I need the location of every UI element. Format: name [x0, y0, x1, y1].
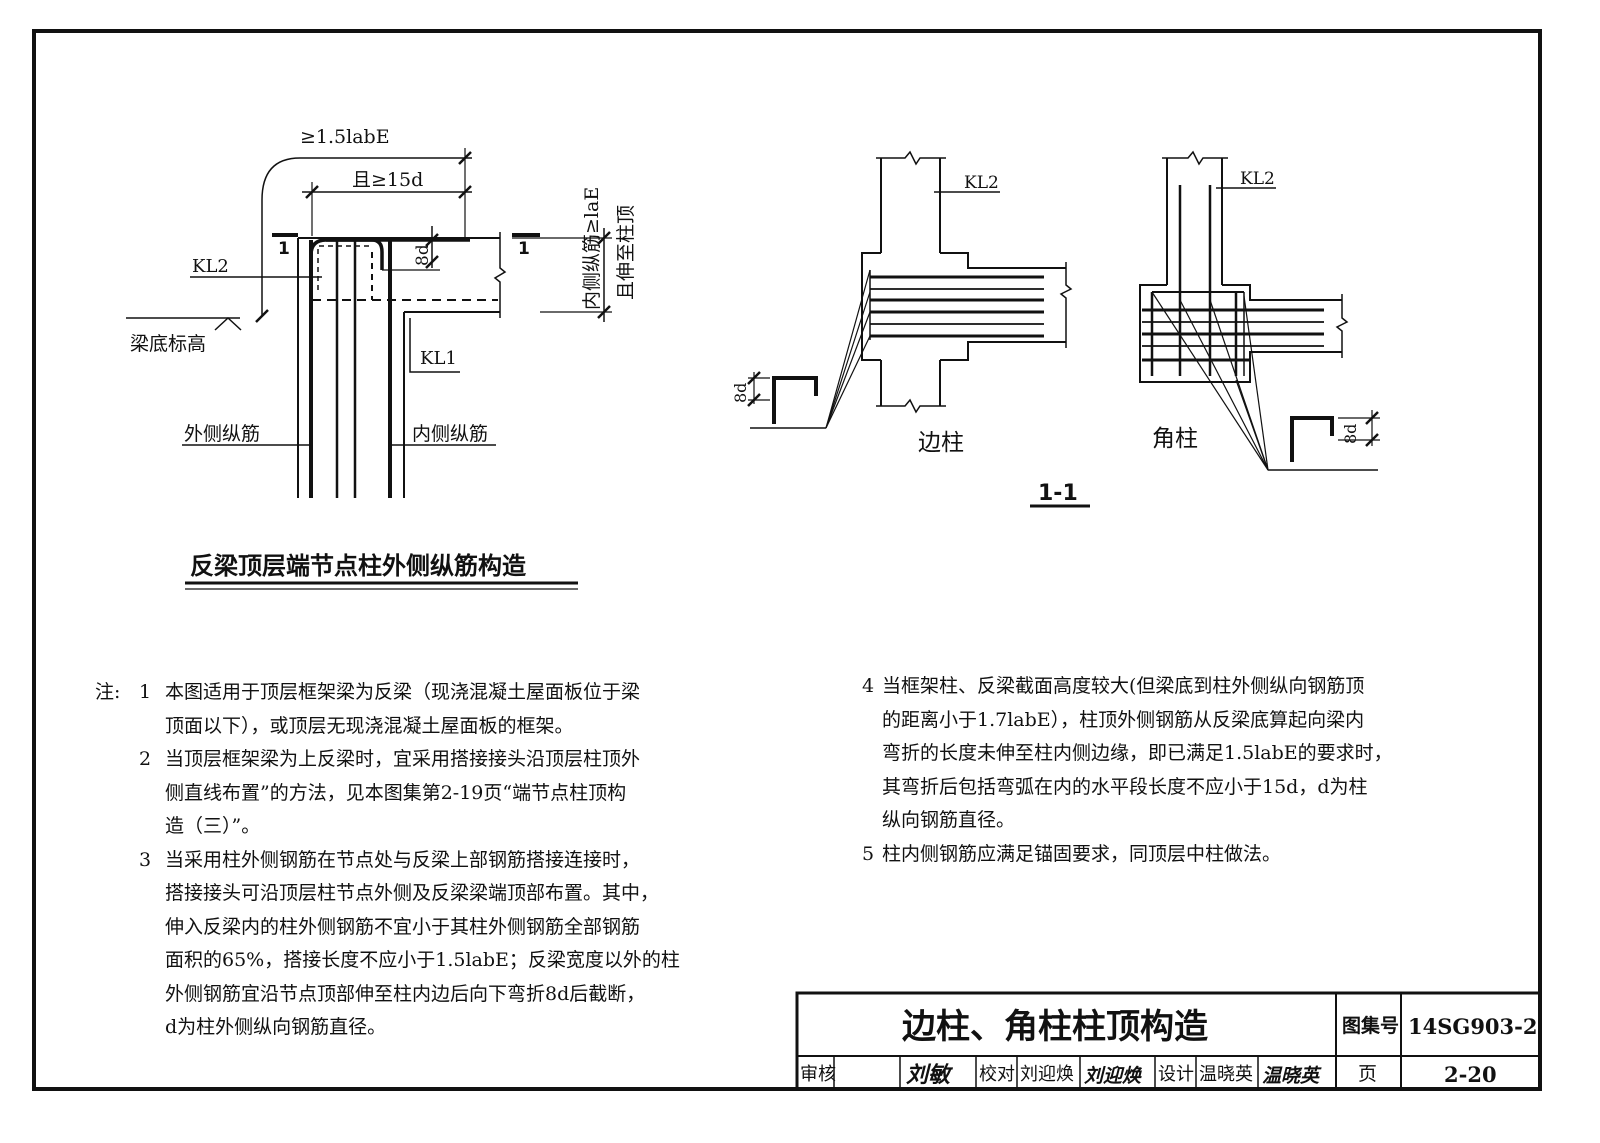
page-number: 2-20: [1444, 1062, 1497, 1087]
edge-column-text: KL2 8d 边柱: [731, 173, 999, 456]
corner-column-kl2: KL2: [1240, 169, 1275, 189]
left-detail-title: 反梁顶层端节点柱外侧纵筋构造: [190, 552, 526, 580]
label-beam-bottom: 梁底标高: [130, 333, 206, 355]
inner-bar-anchor-note: 内侧纵筋≥laE: [581, 187, 603, 310]
dim-8d-label: 8d: [413, 244, 433, 266]
note-line: 当顶层框架梁为上反梁时，宜采用搭接接头沿顶层柱顶外: [165, 748, 641, 770]
review-label: 审核: [800, 1064, 836, 1085]
notes-left-column: 注: 1 本图适用于顶层框架梁为反梁（现浇混凝土屋面板位于梁 顶面以下），或顶层…: [95, 676, 745, 1045]
note-line: 外侧钢筋宜沿节点顶部伸至柱内边后向下弯折8d后截断，: [165, 982, 646, 1005]
note-number: 4: [862, 675, 875, 697]
corner-column-text: KL2 8d 角柱 1-1: [1038, 169, 1360, 506]
section-mark-right: 1: [518, 239, 530, 259]
edge-column-label: 边柱: [918, 430, 964, 456]
note-item: 5 柱内侧钢筋应满足锚固要求，同顶层中柱做法。: [862, 838, 1462, 872]
label-kl2-left: KL2: [192, 256, 229, 277]
checker-signature: 刘迎焕: [1084, 1065, 1143, 1087]
note-line: 的距离小于1.7labE），柱顶外侧钢筋从反梁底算起向梁内: [882, 708, 1365, 731]
note-line: 其弯折后包括弯弧在内的水平段长度不应小于15d，d为柱: [882, 775, 1368, 798]
note-item: 4 当框架柱、反梁截面高度较大(但梁底到柱外侧纵向钢筋顶 的距离小于1.7lab…: [862, 670, 1462, 838]
note-line: 侧直线布置”的方法，见本图集第2-19页“端节点柱顶构: [165, 781, 627, 804]
note-item: 2 当顶层框架梁为上反梁时，宜采用搭接接头沿顶层柱顶外 侧直线布置”的方法，见本…: [95, 743, 745, 844]
note-number: 5: [862, 842, 875, 865]
sheet-border: [32, 29, 1542, 1091]
reviewer-signature: 刘敏: [906, 1062, 954, 1088]
atlas-label: 图集号: [1342, 1014, 1399, 1037]
note-line: 造（三）”。: [165, 815, 261, 837]
note-line: 本图适用于顶层框架梁为反梁（现浇混凝土屋面板位于梁: [165, 681, 641, 703]
notes-right-column: 4 当框架柱、反梁截面高度较大(但梁底到柱外侧纵向钢筋顶 的距离小于1.7lab…: [862, 670, 1462, 871]
designer-signature: 温晓英: [1262, 1065, 1322, 1087]
dim-top-label: ≥1.5labE: [300, 126, 390, 148]
note-number: 1: [139, 681, 152, 703]
designer-name: 温晓英: [1199, 1064, 1253, 1085]
edge-column-8d: 8d: [731, 383, 750, 403]
inner-bar-top-note: 且伸至柱顶: [615, 205, 637, 300]
left-detail-text: ≥1.5labE 且≥15d 8d 内侧纵筋≥laE 且伸至柱顶 1 1 KL2…: [130, 126, 637, 580]
check-label: 校对: [979, 1064, 1015, 1085]
note-number: 3: [139, 848, 152, 871]
page-label: 页: [1358, 1063, 1377, 1085]
note-item: 1 本图适用于顶层框架梁为反梁（现浇混凝土屋面板位于梁 顶面以下），或顶层无现浇…: [95, 676, 745, 743]
note-line: d为柱外侧纵向钢筋直径。: [165, 1016, 387, 1038]
note-line: 面积的65%，搭接长度不应小于1.5labE；反梁宽度以外的柱: [165, 949, 680, 971]
note-line: 纵向钢筋直径。: [882, 809, 1016, 831]
label-inner-bar: 内侧纵筋: [412, 423, 488, 445]
note-line: 柱内侧钢筋应满足锚固要求，同顶层中柱做法。: [882, 842, 1282, 865]
notes-label: 注:: [95, 681, 121, 703]
atlas-number: 14SG903-2: [1408, 1014, 1538, 1039]
note-line: 当框架柱、反梁截面高度较大(但梁底到柱外侧纵向钢筋顶: [882, 675, 1365, 697]
corner-column-section: [1030, 150, 1380, 508]
note-line: 当采用柱外侧钢筋在节点处与反梁上部钢筋搭接连接时，: [165, 848, 641, 871]
note-item: 3 当采用柱外侧钢筋在节点处与反梁上部钢筋搭接连接时， 搭接接头可沿顶层柱节点外…: [95, 844, 745, 1045]
section-1-1-title: 1-1: [1038, 481, 1078, 506]
checker-name: 刘迎焕: [1020, 1064, 1074, 1085]
label-kl1: KL1: [420, 348, 457, 369]
dim-second-label: 且≥15d: [352, 169, 423, 191]
section-mark-left: 1: [278, 239, 290, 259]
corner-column-8d: 8d: [1341, 424, 1360, 444]
design-label: 设计: [1158, 1064, 1194, 1085]
edge-column-section: [747, 150, 1073, 429]
title-block: [795, 991, 1542, 1091]
corner-column-label: 角柱: [1152, 426, 1198, 452]
note-line: 弯折的长度未伸至柱内侧边缘，即已满足1.5labE的要求时，: [882, 742, 1393, 764]
left-detail: [126, 148, 612, 590]
note-line: 伸入反梁内的柱外侧钢筋不宜小于其柱外侧钢筋全部钢筋: [165, 915, 641, 938]
label-outer-bar: 外侧纵筋: [184, 423, 260, 445]
title-block-text: 边柱、角柱柱顶构造 图集号 14SG903-2 审核 刘敏 校对 刘迎焕 刘迎焕…: [800, 1007, 1538, 1088]
edge-column-kl2: KL2: [964, 173, 999, 193]
note-line: 顶面以下），或顶层无现浇混凝土屋面板的框架。: [165, 714, 574, 737]
drawing-title: 边柱、角柱柱顶构造: [902, 1007, 1208, 1047]
note-line: 搭接接头可沿顶层柱节点外侧及反梁梁端顶部布置。其中，: [165, 882, 660, 904]
note-number: 2: [139, 748, 152, 770]
